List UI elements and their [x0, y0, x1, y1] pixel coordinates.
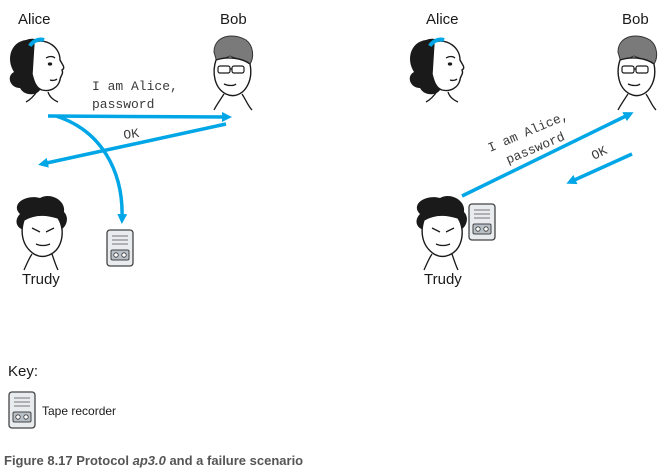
- alice-figure-right-icon: [407, 36, 466, 104]
- bob-figure-left-icon: [213, 35, 254, 111]
- tape-recorder-left-icon: [106, 229, 134, 267]
- reply-label-right: OK: [589, 143, 610, 164]
- key-title: Key:: [8, 363, 38, 380]
- reply-label-left: OK: [122, 126, 140, 143]
- message-line1-left: I am Alice,: [92, 79, 178, 94]
- alice-figure-left-icon: [7, 36, 66, 104]
- right-scenario: Alice Bob I am Alice, password OK Trudy: [407, 11, 658, 288]
- key-tape-recorder-icon: [8, 391, 36, 429]
- bob-label-right: Bob: [622, 11, 649, 28]
- caption-protocol: ap3.0: [133, 453, 167, 468]
- message-line2-left: password: [92, 97, 154, 112]
- record-arrow-left: [55, 114, 128, 224]
- caption-suffix: and a failure scenario: [166, 453, 303, 468]
- reply-arrow-right: [566, 152, 633, 185]
- figure-caption: Figure 8.17 Protocol ap3.0 and a failure…: [4, 453, 303, 468]
- trudy-figure-right-icon: [415, 195, 468, 271]
- bob-label-left: Bob: [220, 11, 247, 28]
- reply-arrow-left: [38, 122, 227, 168]
- alice-label-right: Alice: [426, 11, 459, 28]
- trudy-label-right: Trudy: [424, 271, 462, 288]
- message-arrow-right: [461, 112, 634, 198]
- trudy-figure-left-icon: [15, 195, 68, 271]
- message-arrow-left: [47, 111, 232, 122]
- left-scenario: Alice Bob I am Alice, password OK Trudy: [7, 11, 254, 288]
- key-legend: Key: Tape recorder: [8, 363, 116, 429]
- trudy-label-left: Trudy: [22, 271, 60, 288]
- key-tape-recorder-label: Tape recorder: [42, 404, 116, 418]
- alice-label-left: Alice: [18, 11, 51, 28]
- caption-prefix: Figure 8.17 Protocol: [4, 453, 133, 468]
- tape-recorder-right-icon: [468, 203, 496, 241]
- bob-figure-right-icon: [617, 35, 658, 111]
